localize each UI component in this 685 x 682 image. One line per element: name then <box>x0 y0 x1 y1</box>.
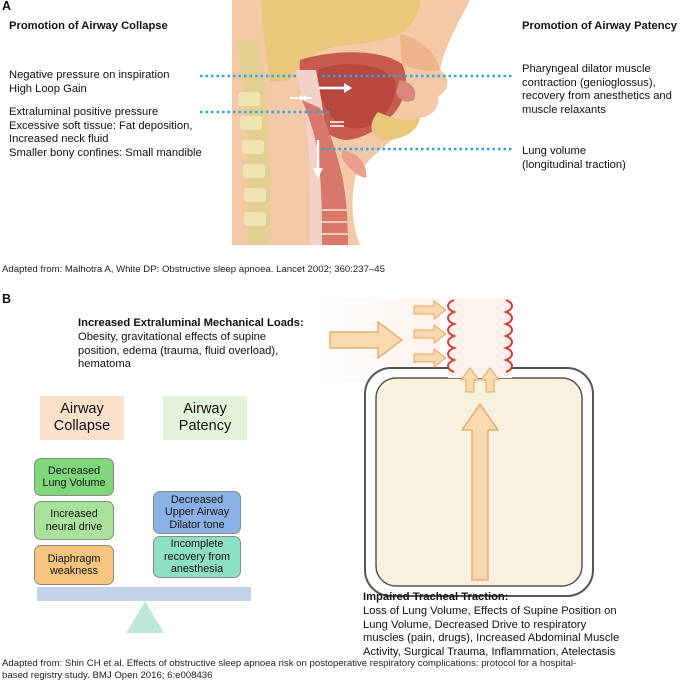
patency-factors-group-1: Pharyngeal dilator muscle contraction (g… <box>522 63 672 116</box>
panel-b-letter: B <box>2 292 12 306</box>
traction-text: Loss of Lung Volume, Effects of Supine P… <box>363 605 620 658</box>
patency-factors-group-2: Lung volume (longitudinal traction) <box>522 145 626 171</box>
loads-heading: Increased Extraluminal Mechanical Loads: <box>78 317 304 329</box>
traction-heading: Impaired Tracheal Traction: <box>363 591 509 603</box>
collapse-block-diaphragm: Diaphragm weakness <box>34 545 114 585</box>
patency-block-anesthesia: Incomplete recovery from anesthesia <box>153 536 241 578</box>
patency-block-dilator-tone: Decreased Upper Airway Dilator tone <box>153 491 241 534</box>
patency-heading: Promotion of Airway Patency <box>522 20 677 32</box>
collapse-factors-group-1: Negative pressure on inspiration High Lo… <box>9 69 170 95</box>
collapse-factors-group-2: Extraluminal positive pressure Excessive… <box>9 106 202 159</box>
citation-b: Adapted from: Shin CH et al. Effects of … <box>2 658 577 681</box>
citation-a: Adapted from: Malhotra A, White DP: Obst… <box>2 264 385 275</box>
collapse-block-neural-drive: Increased neural drive <box>34 501 114 540</box>
airway-patency-box: Airway Patency <box>163 396 247 440</box>
loads-text: Obesity, gravitational effects of supine… <box>78 331 279 371</box>
trachea-lung-schematic <box>0 280 685 600</box>
collapse-block-lung-volume: Decreased Lung Volume <box>34 458 114 496</box>
panel-a-letter: A <box>2 0 12 13</box>
balance-fulcrum <box>126 601 164 633</box>
airway-collapse-box: Airway Collapse <box>40 396 124 440</box>
airway-anatomy-illustration <box>0 0 685 260</box>
balance-beam <box>37 587 251 601</box>
collapse-heading: Promotion of Airway Collapse <box>9 20 168 32</box>
